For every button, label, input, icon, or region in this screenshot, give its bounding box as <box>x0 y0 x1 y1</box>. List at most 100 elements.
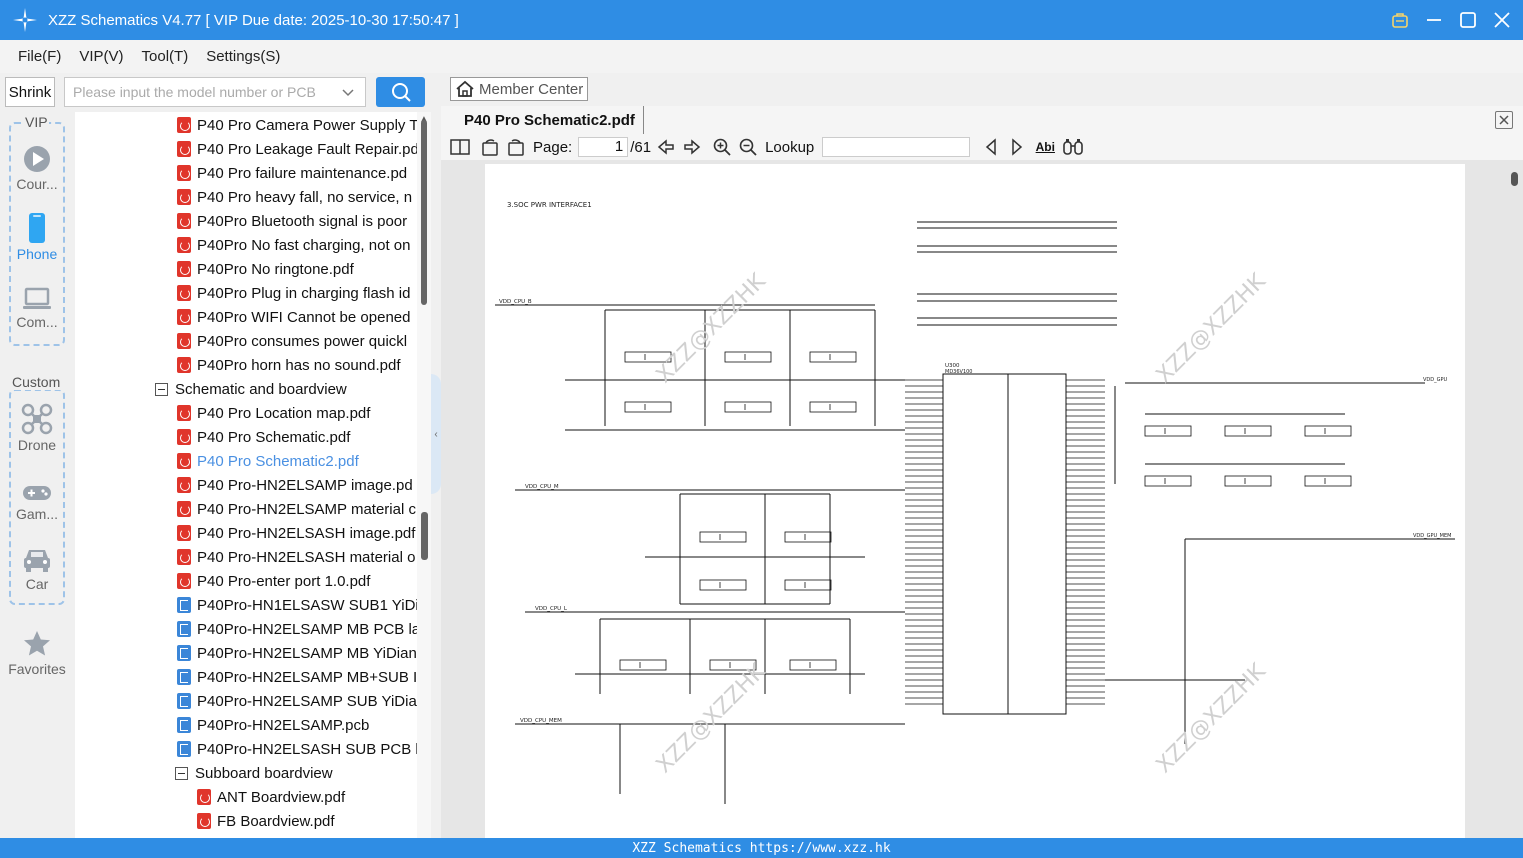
category-games[interactable]: Gam... <box>0 482 74 522</box>
member-center-button[interactable]: Member Center <box>450 77 588 101</box>
remote-sense-block <box>917 221 1117 326</box>
phone-icon <box>29 213 45 243</box>
previous-page-icon[interactable] <box>655 136 677 158</box>
tree-file[interactable]: FB Boardview.pdf <box>75 809 417 833</box>
page-number-input[interactable]: 1 <box>578 137 629 157</box>
close-button[interactable] <box>1491 9 1513 31</box>
capacitor-array <box>619 351 1352 671</box>
next-page-icon[interactable] <box>681 136 703 158</box>
tree-file[interactable]: P40Pro Bluetooth signal is poor <box>75 209 417 233</box>
watermark: XZZ@XZZHK XZZ@XZZHK XZZ@XZZHK XZZ@XZZHK <box>652 269 1271 778</box>
tree-file[interactable]: P40 Pro-enter port 1.0.pdf <box>75 569 417 593</box>
tree-file[interactable]: P40Pro horn has no sound.pdf <box>75 353 417 377</box>
category-courses[interactable]: Cour... <box>0 144 74 192</box>
tree-file[interactable]: P40Pro-HN2ELSAMP MB YiDian <box>75 641 417 665</box>
category-drone[interactable]: Drone <box>0 403 74 453</box>
category-computer[interactable]: Com... <box>0 286 74 330</box>
tree-file[interactable]: P40 Pro-HN2ELSASH image.pdf <box>75 521 417 545</box>
zoom-out-icon[interactable] <box>737 136 759 158</box>
menu-bar: File(F) VIP(V) Tool(T) Settings(S) <box>0 40 1523 73</box>
tree-folder[interactable]: Subboard boardview <box>75 761 417 785</box>
close-document-icon[interactable] <box>1495 111 1513 129</box>
member-center-label: Member Center <box>479 80 584 98</box>
svg-text:XZZ@XZZHK: XZZ@XZZHK <box>1152 659 1271 778</box>
soc-chip: U300 MD36V100 <box>905 363 1105 715</box>
tree-file[interactable]: P40 Pro Schematic2.pdf <box>75 449 417 473</box>
chevron-down-icon[interactable] <box>341 86 355 100</box>
tree-file[interactable]: P40Pro-HN2ELSAMP MB PCB la <box>75 617 417 641</box>
find-next-icon[interactable] <box>1006 136 1028 158</box>
menu-vip[interactable]: VIP(V) <box>79 48 124 65</box>
tree-file[interactable]: P40 Pro Schematic.pdf <box>75 425 417 449</box>
panel-splitter[interactable]: ‹ <box>431 74 441 838</box>
tree-file[interactable]: P40Pro Plug in charging flash id <box>75 281 417 305</box>
tree-file[interactable]: P40Pro No fast charging, not on <box>75 233 417 257</box>
tab-document[interactable]: P40 Pro Schematic2.pdf <box>456 106 644 134</box>
tree-item-label: P40 Pro-HN2ELSAMP image.pd <box>197 476 413 494</box>
capacitor <box>809 351 857 363</box>
collapse-toggle-icon[interactable] <box>155 382 168 396</box>
maximize-button[interactable] <box>1457 9 1479 31</box>
laptop-icon <box>23 287 51 309</box>
tree-item-label: Schematic and boardview <box>175 380 347 398</box>
viewer-scrollbar[interactable] <box>1509 160 1519 838</box>
capacitor <box>1304 475 1352 487</box>
menu-tool[interactable]: Tool(T) <box>141 48 189 65</box>
tree-item-label: P40 Pro Schematic.pdf <box>197 428 351 446</box>
tree-file[interactable]: P40Pro-HN2ELSAMP SUB YiDia <box>75 689 417 713</box>
scrollbar-thumb[interactable] <box>421 120 427 305</box>
model-search-input[interactable]: Please input the model number or PCB <box>64 77 366 107</box>
tree-file[interactable]: P40 Pro heavy fall, no service, n <box>75 185 417 209</box>
tree-file[interactable]: P40Pro-HN2ELSASH SUB PCB la <box>75 737 417 761</box>
binoculars-icon[interactable] <box>1062 136 1084 158</box>
tree-file[interactable]: P40 Pro Location map.pdf <box>75 401 417 425</box>
sidebar-toggle-icon[interactable] <box>449 136 471 158</box>
menu-file[interactable]: File(F) <box>18 48 62 65</box>
category-favorites[interactable]: Favorites <box>0 629 74 677</box>
schematic-page: 3.SOC PWR INTERFACE1 <box>485 164 1465 838</box>
zoom-in-icon[interactable] <box>711 136 733 158</box>
lookup-input[interactable] <box>822 137 971 157</box>
match-case-icon[interactable]: Abi <box>1035 140 1055 154</box>
custom-group-label: Custom <box>11 374 62 390</box>
pcb-file-icon <box>177 645 191 661</box>
minimize-button[interactable] <box>1423 9 1445 31</box>
tree-file[interactable]: P40Pro-HN2ELSAMP.pcb <box>75 713 417 737</box>
tree-scrollbar[interactable]: ▲ <box>417 112 431 838</box>
document-tabbar: P40 Pro Schematic2.pdf <box>441 106 1523 134</box>
tree-file[interactable]: ANT Boardview.pdf <box>75 785 417 809</box>
rotate-right-icon[interactable] <box>505 136 527 158</box>
shrink-button[interactable]: Shrink <box>5 77 55 107</box>
vip-bag-icon[interactable] <box>1389 9 1411 31</box>
tree-file[interactable]: P40 Pro Camera Power Supply T <box>75 113 417 137</box>
tree-file[interactable]: P40 Pro-HN2ELSAMP image.pd <box>75 473 417 497</box>
scroll-up-icon[interactable]: ▲ <box>419 114 429 125</box>
viewer-scrollbar-thumb[interactable] <box>1511 172 1518 186</box>
tree-file[interactable]: P40Pro-HN2ELSAMP MB+SUB I <box>75 665 417 689</box>
category-car[interactable]: Car <box>0 546 74 592</box>
app-logo-icon <box>13 8 37 32</box>
find-previous-icon[interactable] <box>980 136 1002 158</box>
tree-item-label: P40Pro-HN2ELSAMP MB PCB la <box>197 620 417 638</box>
collapse-toggle-icon[interactable] <box>175 766 188 780</box>
tree-file[interactable]: P40 Pro-HN2ELSAMP material c <box>75 497 417 521</box>
tree-file[interactable]: P40 Pro failure maintenance.pd <box>75 161 417 185</box>
tree-file[interactable]: P40Pro WIFI Cannot be opened <box>75 305 417 329</box>
tree-file[interactable]: P40Pro consumes power quickl <box>75 329 417 353</box>
pdf-viewer[interactable]: 3.SOC PWR INTERFACE1 <box>441 160 1523 838</box>
net-label: VDD_CPU_B <box>499 299 532 305</box>
tree-file[interactable]: P40Pro No ringtone.pdf <box>75 257 417 281</box>
pdf-file-icon <box>177 189 191 205</box>
rotate-left-icon[interactable] <box>479 136 501 158</box>
collapse-handle[interactable]: ‹ <box>431 374 441 494</box>
tree-folder[interactable]: Schematic and boardview <box>75 377 417 401</box>
menu-settings[interactable]: Settings(S) <box>206 48 281 65</box>
tree-file[interactable]: P40 Pro-HN2ELSASH material o <box>75 545 417 569</box>
category-phone[interactable]: Phone <box>0 212 74 262</box>
play-icon <box>24 146 50 172</box>
tree-file[interactable]: P40 Pro Leakage Fault Repair.pd <box>75 137 417 161</box>
tree-item-label: P40Pro-HN2ELSAMP MB YiDian <box>197 644 417 662</box>
tree-file[interactable]: P40Pro-HN1ELSASW SUB1 YiDia <box>75 593 417 617</box>
search-button[interactable] <box>376 77 425 107</box>
scrollbar-thumb-lower[interactable] <box>421 512 428 560</box>
